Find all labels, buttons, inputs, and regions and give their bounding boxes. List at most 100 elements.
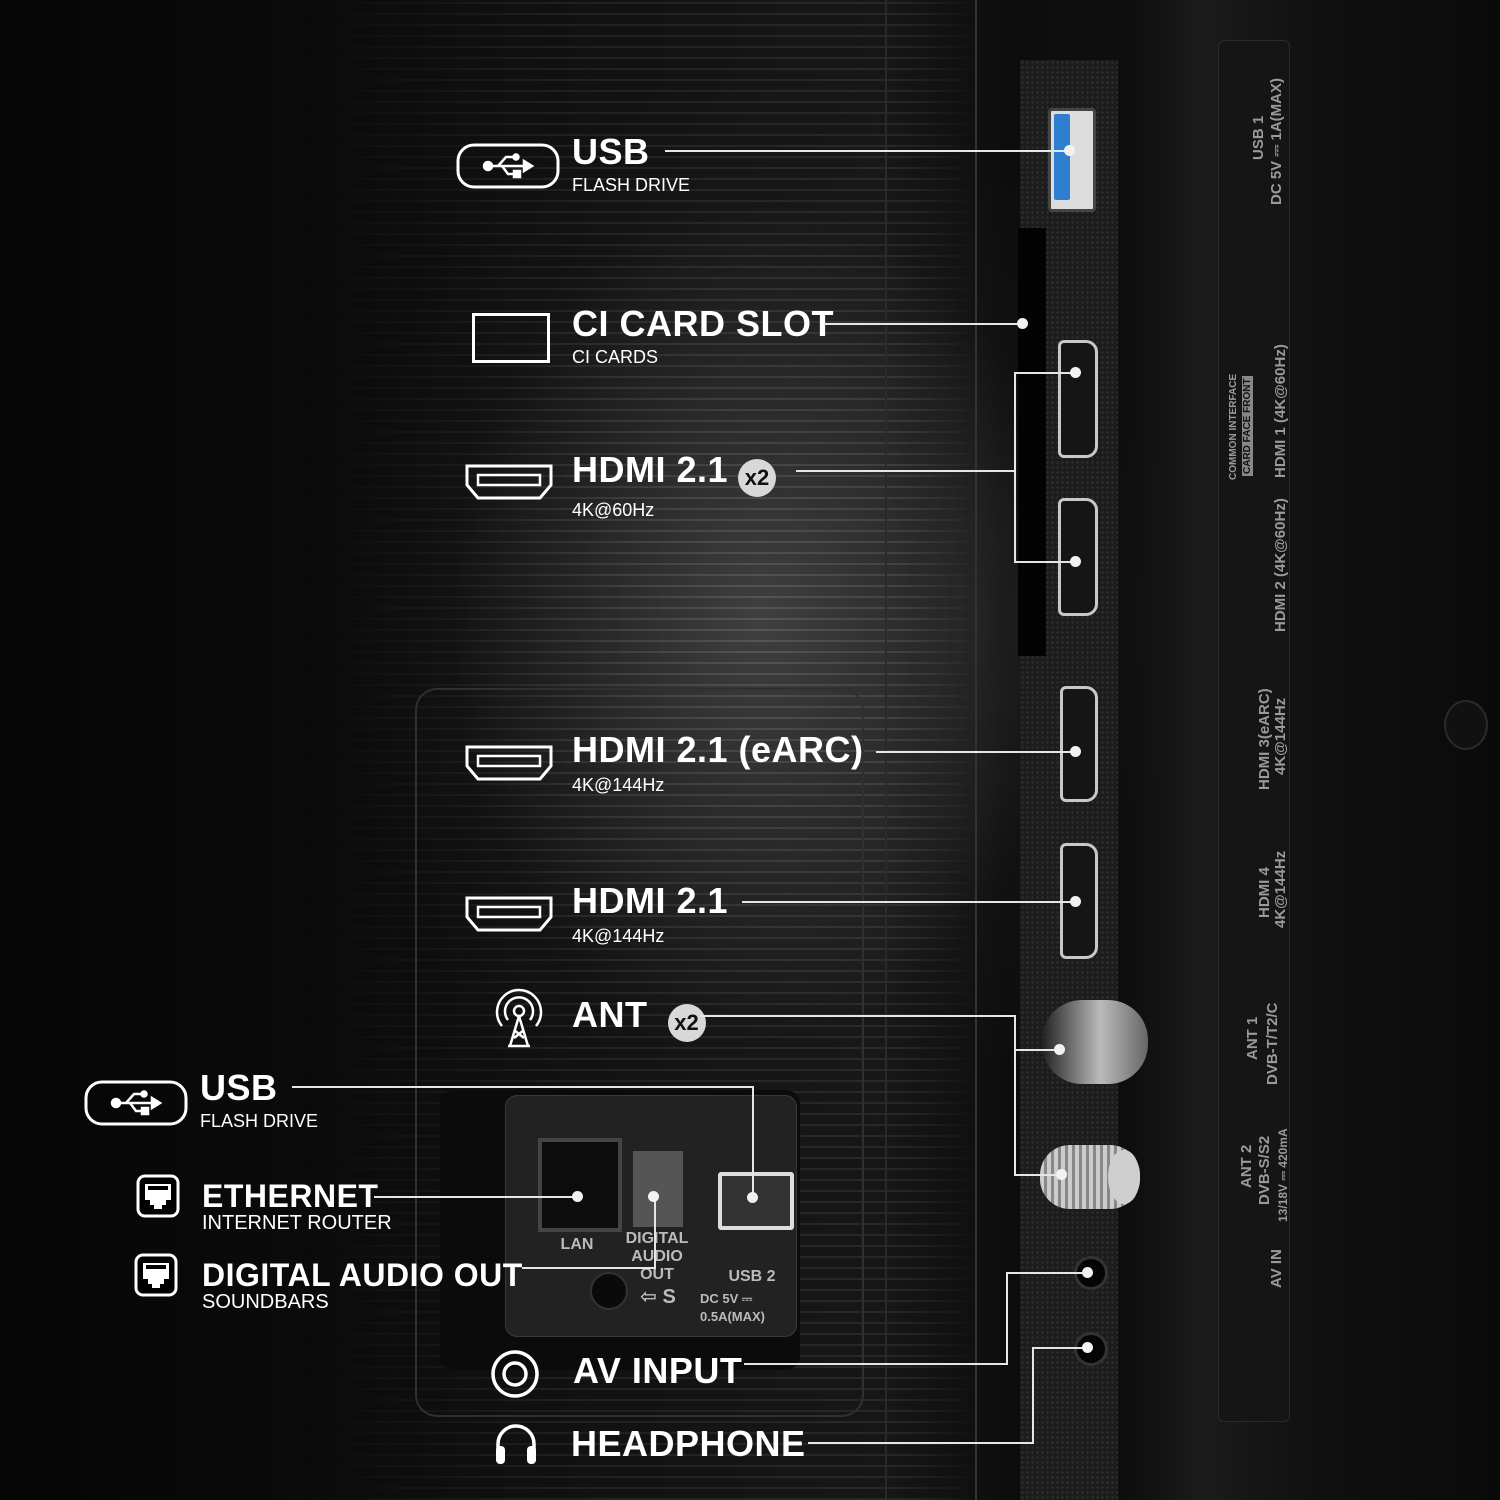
side-label-common-interface: COMMON INTERFACE [1228, 373, 1239, 480]
inset-panel-outline [415, 688, 864, 1417]
callout-subtitle: 4K@144Hz [572, 926, 665, 946]
side-label-av-in: AV IN [1268, 1249, 1285, 1288]
hdmi-icon [465, 745, 553, 781]
side-label-hdmi3-spec: 4K@144Hz [1272, 697, 1289, 775]
side-label-card-face: CARD FACE FRONT [1242, 376, 1253, 476]
hdmi3-earc-port[interactable] [1060, 686, 1098, 802]
leader-line [1014, 372, 1016, 562]
callout-title: HEADPHONE [571, 1423, 806, 1464]
side-label-ant2-spec: DVB-S/S2 [1256, 1135, 1273, 1205]
leader-line [1006, 1272, 1088, 1274]
leader-dot [1017, 318, 1028, 329]
lan-label: LAN [560, 1236, 594, 1253]
side-label-hdmi2: HDMI 2 (4K@60Hz) [1272, 498, 1289, 632]
side-label-ant2-power: 13/18V ⎓ 420mA [1276, 1128, 1290, 1222]
callout-title: HDMI 2.1 [572, 449, 729, 490]
panel-edge [975, 0, 977, 1500]
leader-line [1014, 372, 1076, 374]
leader-line [1032, 1347, 1088, 1349]
usb2-label: USB 2 [728, 1268, 776, 1285]
headphone-icon [496, 1424, 536, 1464]
callout-hdmi-earc: HDMI 2.1 (eARC) 4K@144Hz [572, 732, 864, 796]
leader-line [1006, 1272, 1008, 1365]
hdmi1-port[interactable] [1058, 340, 1098, 458]
leader-line [292, 1086, 754, 1088]
quantity-badge: x2 [667, 1003, 706, 1042]
leader-dot [1070, 556, 1081, 567]
callout-hdmi-144hz: HDMI 2.1 4K@144Hz [572, 883, 728, 947]
leader-line [742, 901, 1076, 903]
callout-title: HDMI 2.1 (eARC) [572, 729, 864, 770]
leader-line [1014, 561, 1076, 563]
leader-dot [1064, 145, 1075, 156]
side-label-usb1: USB 1 [1250, 115, 1267, 160]
leader-dot [1070, 746, 1081, 757]
leader-dot [1070, 896, 1081, 907]
callout-usb-top: USB FLASH DRIVE [572, 134, 690, 196]
leader-dot [747, 1192, 758, 1203]
callout-title: ANT [572, 994, 648, 1035]
callout-subtitle: FLASH DRIVE [572, 175, 691, 195]
usb-icon [84, 1080, 188, 1126]
leader-line [1032, 1347, 1034, 1444]
leader-dot [1082, 1267, 1093, 1278]
panel-screw-icon [590, 1272, 628, 1310]
usb2-power-label: DC 5V ⎓ 0.5A(MAX) [700, 1291, 766, 1324]
leader-line [752, 1086, 754, 1198]
callout-av-input: AV INPUT [573, 1353, 742, 1389]
callout-title: DIGITAL AUDIO OUT [202, 1257, 523, 1293]
leader-line [1014, 1174, 1062, 1176]
leader-dot [1054, 1044, 1065, 1055]
usb1-port[interactable] [1048, 108, 1096, 212]
callout-usb-side: USB FLASH DRIVE [200, 1070, 318, 1132]
leader-line [876, 751, 1076, 753]
callout-subtitle: CI CARDS [572, 347, 659, 367]
hdmi-icon [465, 464, 553, 500]
leader-line [374, 1196, 578, 1198]
callout-title: CI CARD SLOT [572, 303, 834, 344]
side-label-hdmi4-spec: 4K@144Hz [1272, 850, 1289, 928]
optical-port[interactable] [630, 1148, 686, 1230]
callout-ci-card-slot: CI CARD SLOT CI CARDS [572, 306, 834, 368]
callout-subtitle: 4K@144Hz [572, 775, 665, 795]
side-label-hdmi4: HDMI 4 [1256, 867, 1273, 918]
port-label-strip [1218, 40, 1290, 1422]
lan-port[interactable] [538, 1138, 622, 1232]
leader-line [654, 1196, 656, 1269]
callout-subtitle: 4K@60Hz [572, 499, 655, 520]
digital-audio-out-label-1: DIGITAL [625, 1230, 689, 1247]
callout-title: USB [200, 1067, 278, 1108]
leader-dot [572, 1191, 583, 1202]
ethernet-icon [136, 1174, 180, 1218]
callout-digital-audio-out: DIGITAL AUDIO OUT SOUNDBARS [202, 1259, 523, 1313]
ant2-connector-tip [1108, 1150, 1140, 1204]
leader-dot [1056, 1169, 1067, 1180]
side-label-ant2: ANT 2 [1238, 1144, 1255, 1188]
ant1-connector[interactable] [1042, 1000, 1148, 1084]
callout-title: USB [572, 131, 650, 172]
side-label-hdmi3: HDMI 3(eARC) [1256, 688, 1273, 790]
callout-ethernet: ETHERNET INTERNET ROUTER [202, 1180, 392, 1234]
callout-subtitle: SOUNDBARS [202, 1291, 329, 1313]
leader-line [744, 1363, 1008, 1365]
usb-icon [456, 143, 560, 189]
quantity-badge: x2 [738, 458, 777, 497]
leader-line [808, 1442, 1034, 1444]
callout-title: ETHERNET [202, 1178, 379, 1214]
leader-line [1014, 1015, 1016, 1175]
antenna-icon [495, 988, 543, 1048]
leader-line [796, 470, 1016, 472]
ci-card-slot[interactable] [1018, 228, 1046, 656]
callout-headphone: HEADPHONE [571, 1426, 806, 1462]
callout-subtitle: INTERNET ROUTER [202, 1212, 392, 1234]
panel-edge [885, 0, 887, 1500]
leader-line [1014, 1049, 1060, 1051]
hdmi-icon [465, 896, 553, 932]
callout-subtitle: FLASH DRIVE [200, 1111, 319, 1131]
leader-line [665, 150, 1070, 152]
side-label-hdmi1: HDMI 1 (4K@60Hz) [1272, 344, 1289, 478]
leader-line [824, 323, 1019, 325]
screw-icon [1444, 700, 1488, 750]
digital-audio-out-label-2: AUDIO OUT [631, 1248, 683, 1283]
